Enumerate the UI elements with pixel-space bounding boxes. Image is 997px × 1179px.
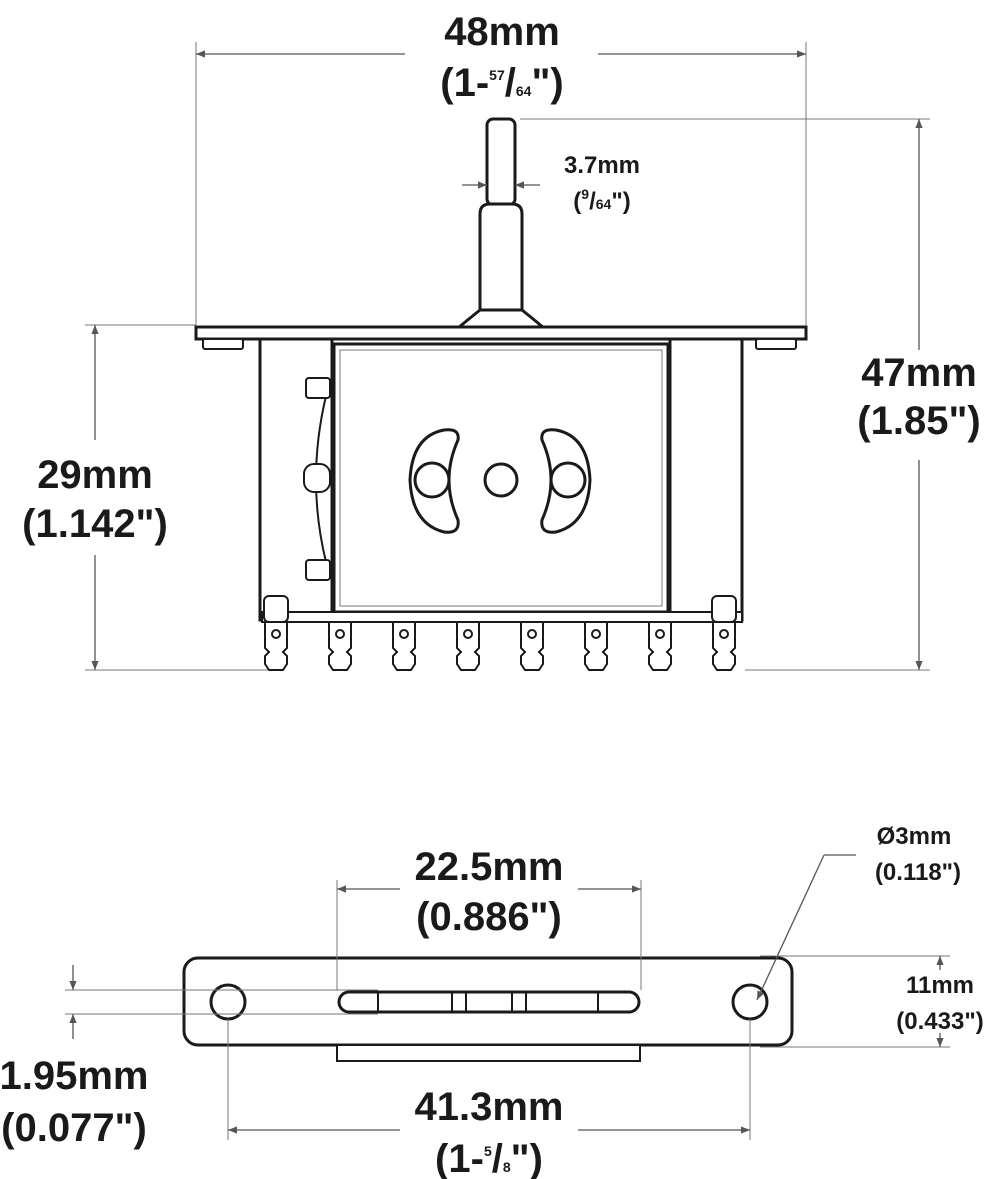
width-dim-mm: 48mm (444, 10, 560, 54)
terminal-row (263, 595, 737, 671)
terminal-lug (328, 621, 352, 671)
total-height-dim-inch: (1.85") (857, 399, 980, 443)
slot-width-dim-mm: 1.95mm (0, 1054, 148, 1098)
lever-tip (485, 117, 517, 207)
terminal-lug (648, 621, 672, 671)
terminal-lug (520, 621, 544, 671)
body-height-dim-inch: (1.142") (22, 502, 168, 546)
slot-width-dim-inch: (0.077") (1, 1106, 147, 1150)
lever-dim-inch: (9/64") (573, 186, 630, 215)
terminal-lug (711, 595, 737, 671)
hole-spacing-dim-inch: (1-5/8") (435, 1137, 543, 1179)
mounting-plate (194, 325, 808, 341)
top-dimensions: 48mm (1-57/64") 3.7mm (9/64") 47mm (1.85… (22, 10, 981, 671)
lever-base (453, 308, 549, 330)
terminal-lug (263, 595, 289, 671)
bottom-dimensions: 22.5mm (0.886") Ø3mm (0.118") 11mm (0.43… (0, 823, 984, 1179)
plate-height-dim-inch: (0.433") (896, 1008, 983, 1035)
width-dim-inch: (1-57/64") (440, 61, 563, 105)
slot-dim-mm: 22.5mm (415, 845, 564, 889)
plate-foot-left (202, 338, 244, 350)
body-height-dim-mm: 29mm (37, 453, 153, 497)
terminal-rail (261, 611, 743, 623)
plate-foot-right (755, 338, 797, 350)
terminal-lug (584, 621, 608, 671)
hole-dim-mm: Ø3mm (877, 823, 952, 850)
hole-dim-inch: (0.118") (875, 859, 961, 886)
plate-tab (336, 1044, 641, 1062)
lever-shaft (478, 202, 524, 330)
lever-dim-mm: 3.7mm (564, 152, 640, 179)
lever-slot (337, 990, 641, 1014)
plate-height-dim-mm: 11mm (906, 972, 974, 999)
switch-side-view (194, 117, 808, 671)
total-height-dim-mm: 47mm (861, 351, 977, 395)
terminal-lug (456, 621, 480, 671)
center-pin (483, 462, 519, 498)
mounting-plate-top-view (182, 956, 794, 1062)
slot-dim-inch: (0.886") (416, 895, 562, 939)
hole-spacing-dim-mm: 41.3mm (415, 1085, 564, 1129)
terminal-lug (392, 621, 416, 671)
